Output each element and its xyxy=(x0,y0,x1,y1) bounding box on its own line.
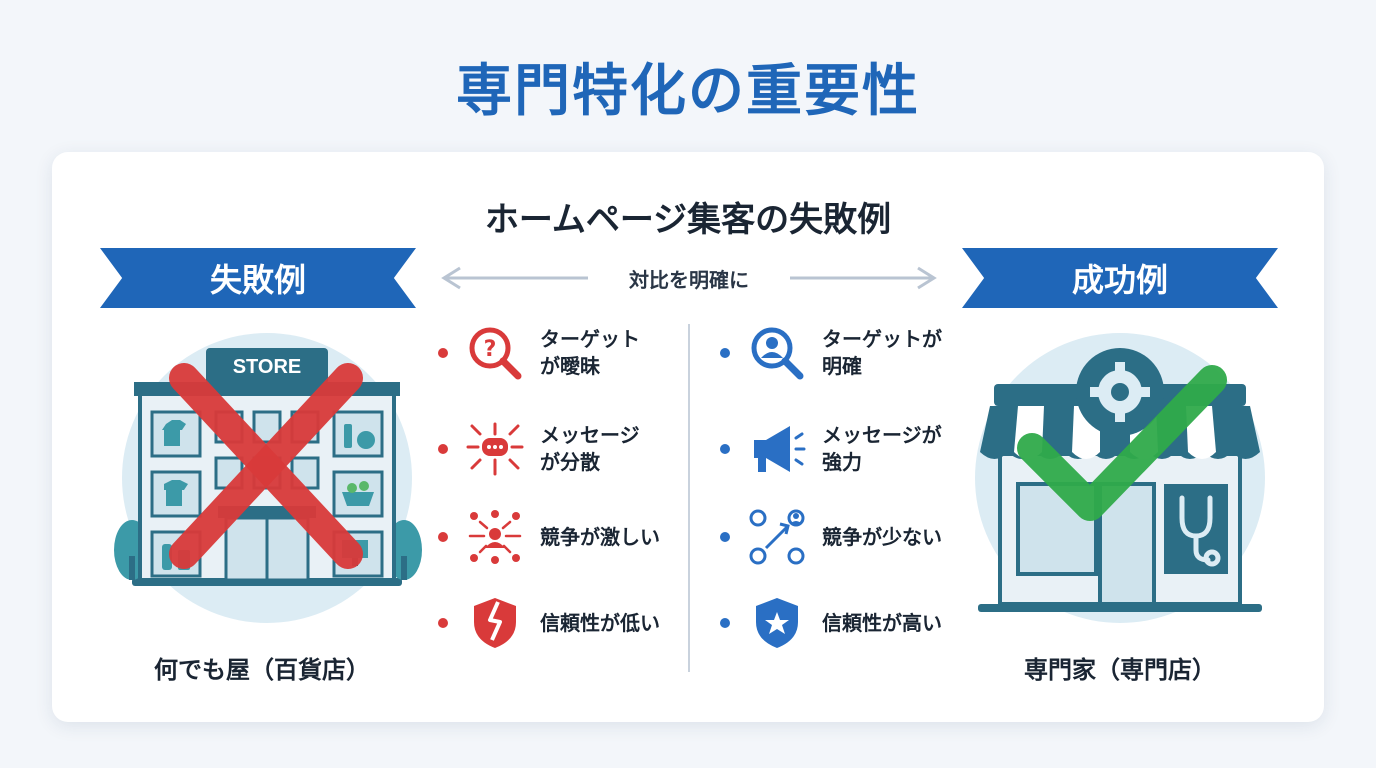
success-item: メッセージが 強力 xyxy=(720,414,942,484)
svg-text:?: ? xyxy=(484,337,497,362)
store-sign: STORE xyxy=(233,356,302,378)
scattered-message-icon xyxy=(466,422,524,476)
green-check-mark xyxy=(1017,365,1227,521)
center-divider xyxy=(688,324,690,672)
failure-ribbon: 失敗例 xyxy=(100,248,416,308)
gear-icon xyxy=(1090,362,1150,422)
specialist-shop-illustration xyxy=(975,333,1265,623)
page-title: 専門特化の重要性 xyxy=(456,59,920,124)
failure-item: メッセージ が分散 xyxy=(438,414,640,484)
megaphone-icon xyxy=(754,426,806,472)
success-ribbon: 成功例 xyxy=(962,248,1278,308)
failure-item: 競争が激しい xyxy=(438,502,660,572)
success-ribbon-label: 成功例 xyxy=(1071,261,1168,299)
crowded-competition-icon xyxy=(468,510,522,564)
star-shield-icon xyxy=(756,598,798,648)
department-store-illustration: STORE xyxy=(114,333,422,623)
failure-caption: 何でも屋（百貨店） xyxy=(154,656,370,684)
stethoscope-icon xyxy=(1179,495,1221,567)
failure-item: 信頼性が低い xyxy=(438,588,660,658)
success-item: 信頼性が高い xyxy=(720,588,942,658)
compare-arrow: 対比を明確に xyxy=(438,260,940,296)
broken-shield-icon xyxy=(474,598,516,648)
success-item: ターゲットが 明確 xyxy=(720,318,942,388)
question-magnifier-icon: ? xyxy=(469,327,522,380)
network-growth-icon xyxy=(749,509,805,565)
comparison-card: ホームページ集客の失敗例 失敗例 成功例 対比を明確に STORE xyxy=(52,152,1324,722)
success-caption: 専門家（専門店） xyxy=(1024,656,1216,684)
user-magnifier-icon xyxy=(751,327,804,380)
compare-label: 対比を明確に xyxy=(629,268,749,292)
double-arrow-icon xyxy=(441,266,937,290)
failure-ribbon-label: 失敗例 xyxy=(209,261,306,299)
card-title: ホームページ集客の失敗例 xyxy=(484,200,892,240)
failure-item: ? ターゲット が曖昧 xyxy=(438,318,640,388)
success-item: 競争が少ない xyxy=(720,502,942,572)
red-x-mark xyxy=(169,363,363,569)
